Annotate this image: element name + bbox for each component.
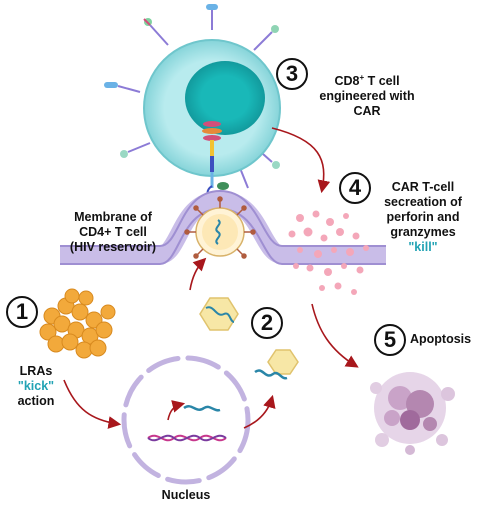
apoptotic-cell [370,372,455,455]
lra-molecules [39,288,116,359]
step1-highlight: "kick" [17,379,55,393]
step-number-4: 4 [339,172,371,204]
step5-label: Apoptosis [410,332,472,346]
nucleus [121,355,251,485]
transcribed-rna [183,405,221,412]
membrane-line3: (HIV reservoir) [69,240,157,254]
membrane-line1: Membrane of [74,210,152,224]
step-number-1: 1 [6,296,38,328]
step4-line4: granzymes [390,225,456,239]
cd8-t-cell [104,4,281,209]
step3-line3: CAR [353,104,381,119]
step-number-2: 2 [251,307,283,339]
step3-line1-rest: T cell [364,74,400,89]
nucleus-label: Nucleus [161,488,211,502]
step3-sup: + [359,73,365,82]
viral-rna [254,369,288,380]
process-arrows [63,127,359,429]
car-receptors [104,4,280,189]
step3-label: CD8+ T cell engineered with CAR [306,70,428,119]
membrane-line2: CD4+ T cell [79,225,147,239]
step-number-5: 5 [374,324,406,356]
viral-capsid-small [267,349,299,375]
step1-label: LRAs "kick" action [4,364,68,409]
step1-text-after: action [17,394,55,408]
perforin-granzymes [288,210,369,295]
step4-highlight: "kill" [408,240,438,254]
budding-virion [184,196,256,259]
step4-line3: perforin and [386,210,460,224]
step4-label: CAR T-cell secreation of perforin and gr… [368,180,478,255]
step4-line2: secreation of [384,195,462,209]
step4-line1: CAR T-cell [391,180,455,194]
viral-capsid-large [199,297,239,331]
step3-line2: engineered with [319,89,415,104]
step-number-3: 3 [276,58,308,90]
step3-line1: CD8 [334,74,360,89]
step1-text: LRAs [19,364,53,378]
membrane-label: Membrane of CD4+ T cell (HIV reservoir) [54,210,172,255]
proviral-dna [147,434,227,442]
